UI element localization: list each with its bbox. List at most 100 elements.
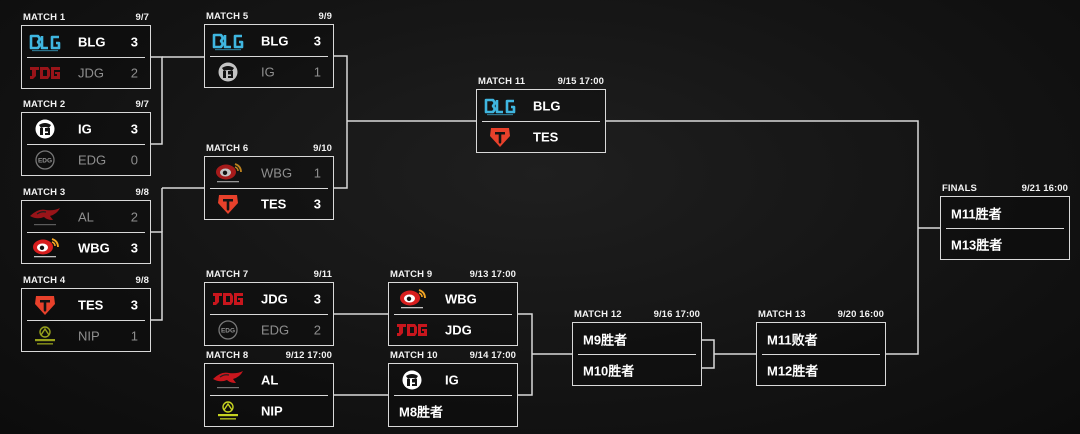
team-name: TES [261,196,287,211]
match-header: MATCH 7 9/11 [204,268,334,282]
team-row[interactable]: NIP [205,395,333,426]
match-box[interactable]: IG M8胜者 [388,363,518,427]
team-row[interactable]: M8胜者 [389,395,517,426]
team-row[interactable]: M11败者 [757,323,885,354]
team-score: 3 [313,196,321,211]
match-box[interactable]: WBG JDG [388,282,518,346]
team-row[interactable]: M9胜者 [573,323,701,354]
team-score: 3 [313,291,321,306]
edg-logo-icon: EDG [28,149,62,171]
team-row[interactable]: BLG 3 [205,25,333,56]
team-row[interactable]: TES 3 [205,188,333,219]
team-score: 0 [130,152,138,167]
ig-logo-icon [28,118,62,140]
match-label: MATCH 9 [390,269,433,280]
match-date: 9/21 16:00 [1021,183,1068,194]
team-row[interactable]: AL [205,364,333,395]
team-name: IG [261,64,275,79]
match-m10[interactable]: MATCH 10 9/14 17:00 IG M8胜者 [388,349,518,427]
match-box[interactable]: AL NIP [204,363,334,427]
team-name: JDG [445,322,472,337]
team-row[interactable]: M11胜者 [941,197,1069,228]
team-name: AL [78,209,94,224]
al-logo-icon [211,369,245,391]
team-name: NIP [78,328,100,343]
team-score: 3 [313,33,321,48]
match-header: MATCH 4 9/8 [21,274,151,288]
team-row[interactable]: M13胜者 [941,228,1069,259]
nip-logo-icon [28,325,62,347]
match-header: MATCH 10 9/14 17:00 [388,349,518,363]
team-name: TES [533,129,559,144]
match-date: 9/8 [135,275,149,286]
team-row[interactable]: M10胜者 [573,354,701,385]
match-date: 9/15 17:00 [557,76,604,87]
match-date: 9/13 17:00 [469,269,516,280]
team-row[interactable]: JDG [389,314,517,345]
match-label: MATCH 3 [23,187,66,198]
match-date: 9/11 [313,269,332,280]
team-name: BLG [261,33,289,48]
match-header: MATCH 5 9/9 [204,10,334,24]
blg-logo-icon [483,95,517,117]
team-name: IG [445,372,459,387]
match-label: MATCH 1 [23,12,66,23]
match-date: 9/7 [135,99,149,110]
match-header: MATCH 11 9/15 17:00 [476,75,606,89]
team-row[interactable]: AL 2 [22,201,150,232]
team-row[interactable]: IG [389,364,517,395]
wbg-logo-icon [211,162,245,184]
team-name: BLG [533,98,561,113]
tes-logo-icon [211,193,245,215]
row-divider [27,320,145,321]
match-m11[interactable]: MATCH 11 9/15 17:00 BLG TES [476,75,606,153]
row-divider [210,314,328,315]
row-divider [394,314,512,315]
team-row[interactable]: BLG [477,90,605,121]
team-row[interactable]: WBG [389,283,517,314]
team-row[interactable]: TES [477,121,605,152]
match-label: MATCH 2 [23,99,66,110]
match-m9[interactable]: MATCH 9 9/13 17:00 WBG JDG [388,268,518,346]
team-score: 2 [130,209,138,224]
connector-line [151,231,163,321]
wbg-logo-icon [28,237,62,259]
match-label: MATCH 13 [758,309,806,320]
ig-logo-icon [395,369,429,391]
match-m8[interactable]: MATCH 8 9/12 17:00 AL NIP [204,349,334,427]
team-row[interactable]: M12胜者 [757,354,885,385]
match-date: 9/7 [135,12,149,23]
match-box[interactable]: BLG TES [476,89,606,153]
